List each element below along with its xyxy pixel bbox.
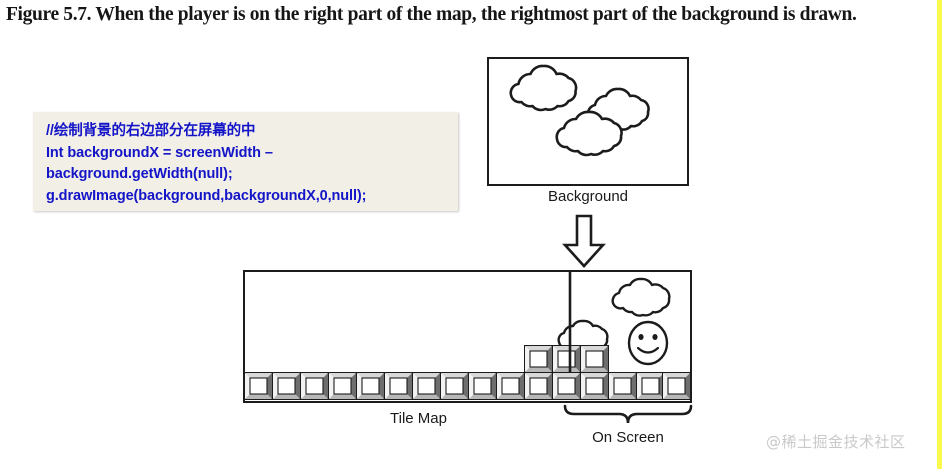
page-title: Figure 5.7. When the player is on the ri… bbox=[6, 4, 857, 25]
background-panel-label: Background bbox=[547, 188, 629, 205]
cloud-shape-icon bbox=[555, 110, 623, 157]
onscreen-label: On Screen bbox=[592, 429, 664, 446]
right-edge-accent-strip bbox=[937, 0, 942, 469]
curly-brace-icon bbox=[563, 404, 693, 424]
code-line-comment: //绘制背景的右边部分在屏幕的中 bbox=[46, 123, 256, 139]
elevated-tile-row bbox=[524, 345, 609, 373]
code-line-declaration: Int backgroundX = screenWidth – bbox=[46, 144, 273, 161]
tilemap-label: Tile Map bbox=[390, 410, 447, 427]
background-clouds-illustration bbox=[509, 64, 650, 157]
watermark: @稀土掘金技术社区 bbox=[766, 433, 906, 451]
code-line-getwidth: background.getWidth(null); bbox=[46, 166, 233, 182]
onscreen-brace bbox=[563, 404, 693, 426]
code-line-drawimage: g.drawImage(background,backgroundX,0,nul… bbox=[46, 187, 367, 204]
cloud-shape-icon bbox=[509, 64, 578, 112]
tilemap-panel bbox=[243, 270, 692, 403]
cloud-shape-icon bbox=[611, 277, 671, 317]
tilemap-illustration bbox=[244, 271, 691, 400]
code-snippet-block: //绘制背景的右边部分在屏幕的中 Int backgroundX = scree… bbox=[33, 112, 458, 211]
background-image-panel bbox=[487, 57, 689, 186]
down-arrow-connector bbox=[558, 214, 610, 269]
smiley-face-icon bbox=[627, 320, 669, 366]
ground-tile-row bbox=[244, 372, 691, 400]
down-block-arrow-icon bbox=[562, 214, 606, 268]
